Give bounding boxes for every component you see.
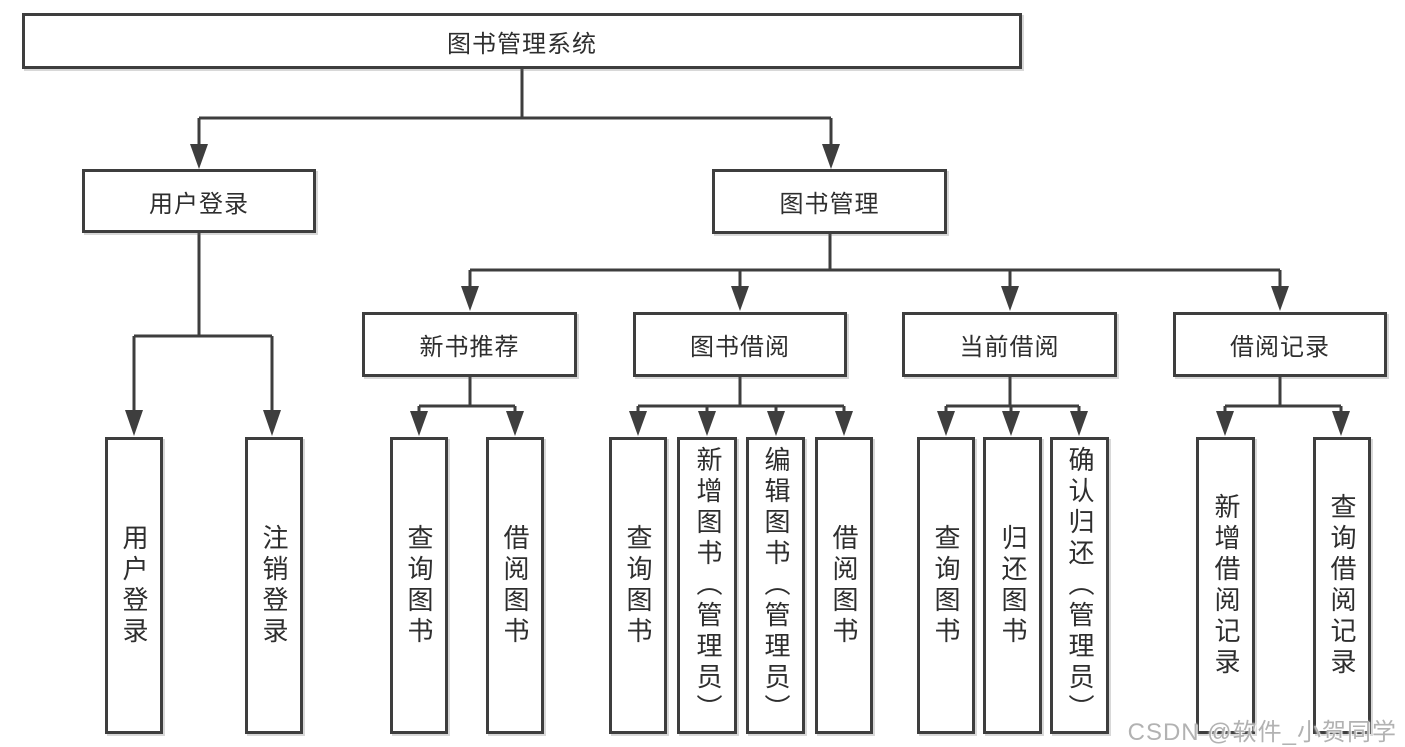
node-new-book-recommend: 新书推荐 (362, 312, 577, 377)
node-current-borrow: 当前借阅 (902, 312, 1117, 377)
leaf-borrow-borrow-books: 借阅图书 (815, 437, 873, 734)
leaf-records-add-record: 新增借阅记录 (1196, 437, 1255, 734)
leaf-recommend-query-books: 查询图书 (390, 437, 448, 734)
leaf-logout: 注销登录 (245, 437, 303, 734)
node-borrow-records: 借阅记录 (1173, 312, 1387, 377)
leaf-borrow-query-books: 查询图书 (609, 437, 667, 734)
node-user-login: 用户登录 (82, 169, 316, 233)
leaf-current-query-books: 查询图书 (917, 437, 975, 734)
leaf-recommend-borrow-books: 借阅图书 (486, 437, 544, 734)
arrowhead-icons (125, 144, 1350, 436)
leaf-records-query-record: 查询借阅记录 (1313, 437, 1371, 734)
leaf-borrow-add-books-admin: 新增图书（管理员） (677, 437, 737, 734)
leaf-current-confirm-return-admin: 确认归还（管理员） (1050, 437, 1109, 734)
leaf-current-return-books: 归还图书 (983, 437, 1042, 734)
node-book-management: 图书管理 (712, 169, 947, 234)
leaf-borrow-edit-books-admin: 编辑图书（管理员） (746, 437, 805, 734)
node-book-borrow: 图书借阅 (633, 312, 847, 377)
node-root: 图书管理系统 (22, 13, 1022, 69)
leaf-user-login: 用户登录 (105, 437, 163, 734)
